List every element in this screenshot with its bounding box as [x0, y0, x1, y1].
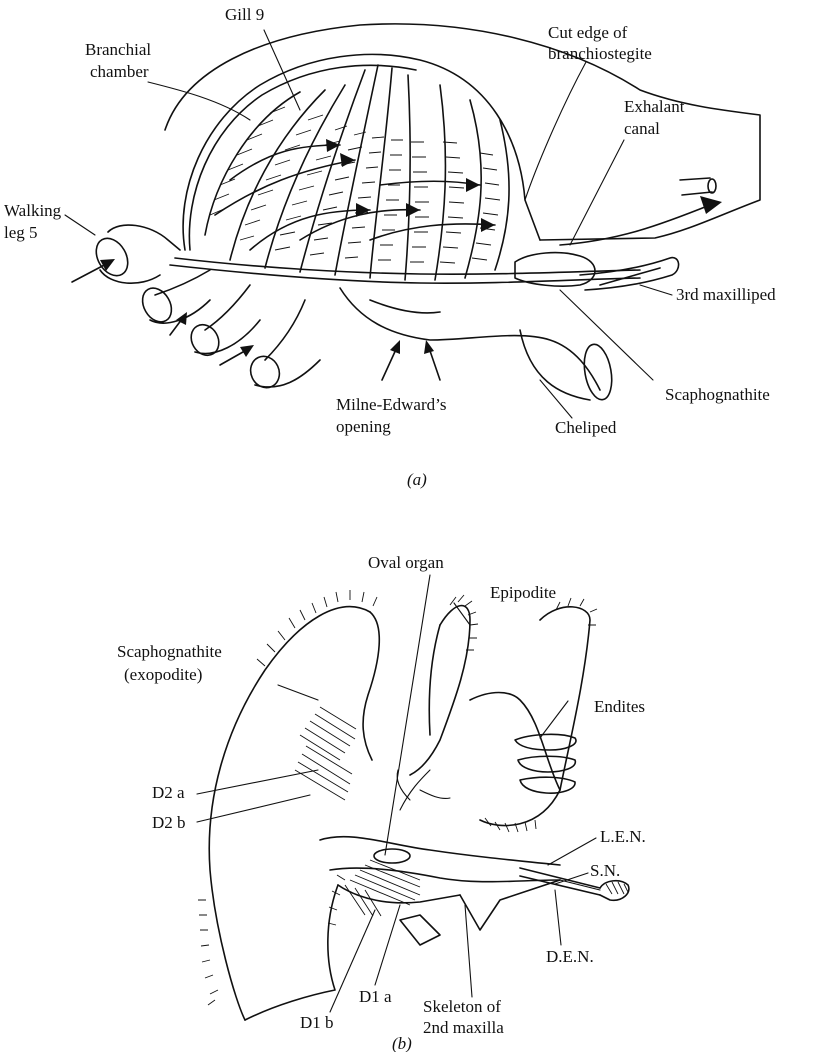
caption-a: (a) — [407, 470, 427, 489]
label-scaphognathite-line2: (exopodite) — [124, 665, 202, 684]
caption-b: (b) — [392, 1034, 412, 1052]
label-endites: Endites — [594, 697, 645, 716]
label-exhalant-canal-line2: canal — [624, 119, 660, 138]
label-walking-leg-line1: Walking — [4, 201, 62, 220]
label-skeleton-line2: 2nd maxilla — [423, 1018, 504, 1037]
figure-b-leaders — [197, 575, 596, 1012]
label-scaphognathite: Scaphognathite — [665, 385, 770, 404]
label-d1a: D1 a — [359, 987, 392, 1006]
figure-b-labels: Oval organ Epipodite Scaphognathite (exo… — [117, 553, 646, 1052]
label-walking-leg-line2: leg 5 — [4, 223, 38, 242]
label-sn: S.N. — [590, 861, 620, 880]
label-cut-edge-line1: Cut edge of — [548, 23, 628, 42]
label-d2b: D2 b — [152, 813, 186, 832]
label-epipodite: Epipodite — [490, 583, 556, 602]
label-cheliped: Cheliped — [555, 418, 617, 437]
label-3rd-maxilliped: 3rd maxilliped — [676, 285, 776, 304]
label-milne-edward-line2: opening — [336, 417, 391, 436]
label-exhalant-canal-line1: Exhalant — [624, 97, 685, 116]
label-milne-edward-line1: Milne-Edward’s — [336, 395, 446, 414]
figure-a-labels: Gill 9 Branchial chamber Cut edge of bra… — [4, 5, 776, 489]
label-oval-organ: Oval organ — [368, 553, 444, 572]
label-den: D.E.N. — [546, 947, 594, 966]
label-branchial-chamber-line1: Branchial — [85, 40, 151, 59]
label-scaphognathite-line1: Scaphognathite — [117, 642, 222, 661]
label-cut-edge-line2: branchiostegite — [548, 44, 652, 63]
figure-a-drawing — [65, 24, 760, 418]
label-skeleton-line1: Skeleton of — [423, 997, 501, 1016]
label-len: L.E.N. — [600, 827, 646, 846]
label-branchial-chamber-line2: chamber — [90, 62, 149, 81]
label-gill-9: Gill 9 — [225, 5, 264, 24]
label-d1b: D1 b — [300, 1013, 334, 1032]
label-d2a: D2 a — [152, 783, 185, 802]
